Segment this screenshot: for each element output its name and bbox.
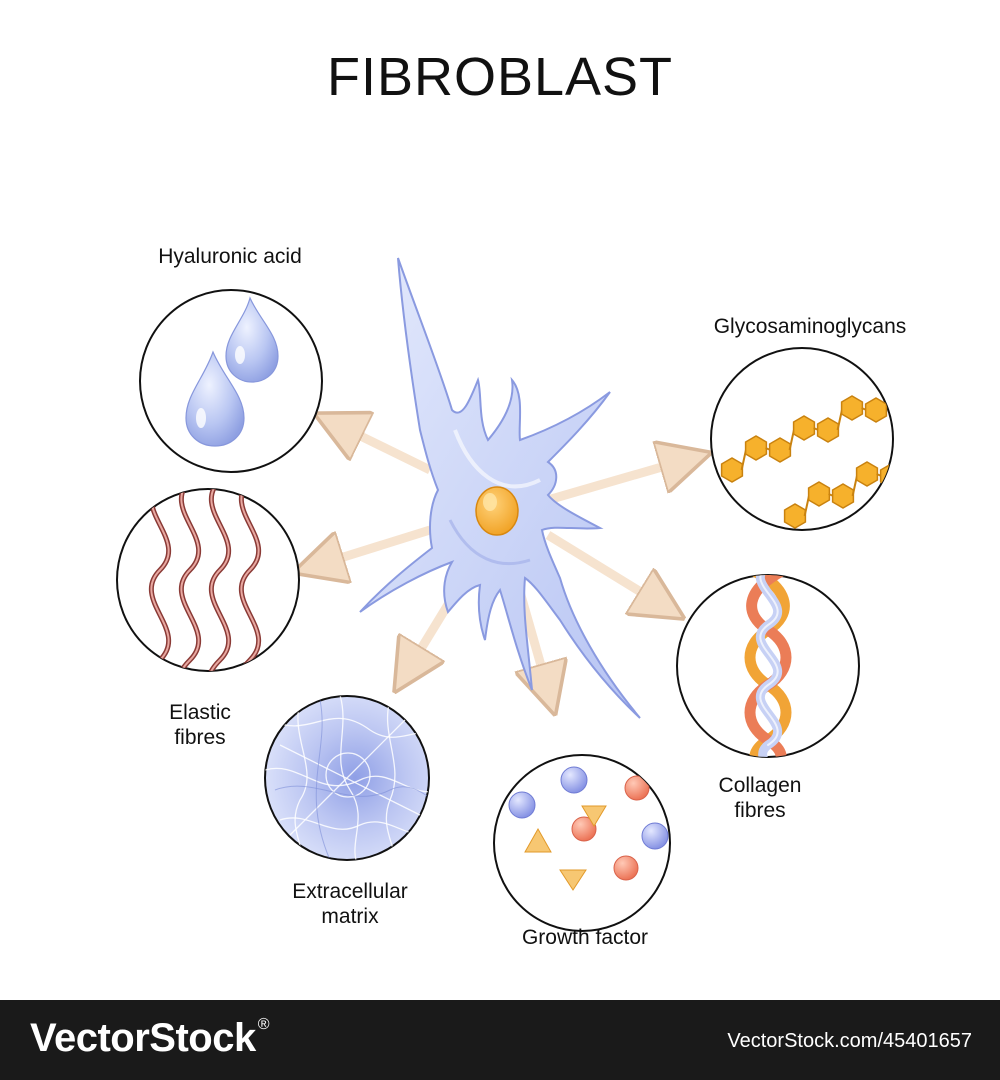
growth-factor-blue: [641, 822, 669, 850]
vectorstock-logo: VectorStock®: [30, 1016, 270, 1060]
hexagon-icon: [864, 397, 888, 423]
hexagon-icon: [879, 463, 893, 489]
hexagon-icon: [783, 503, 807, 529]
label-glycosaminoglycans: Glycosaminoglycans: [713, 315, 907, 338]
cell-nucleus: [475, 486, 519, 536]
hexagon-link: [901, 454, 906, 476]
collagen-fibres-circle: [676, 574, 860, 758]
arrow-to-glycosaminoglycans: [546, 460, 686, 505]
hexagon-icon: [831, 483, 855, 509]
label-elastic-fibres-line2: fibres: [174, 726, 226, 749]
hexagon-icon: [720, 457, 744, 483]
growth-factor-circle: [493, 754, 671, 932]
label-extracellular-matrix-line2: matrix: [321, 905, 379, 928]
hexagon-icon: [816, 417, 840, 443]
growth-factor-blue: [560, 766, 588, 794]
growth-factor-triangle: [559, 869, 587, 891]
arrow-to-elastic: [318, 525, 432, 565]
hexagon-icon: [768, 437, 792, 463]
hexagon-icon: [905, 442, 926, 466]
glycosaminoglycans-circle: [710, 347, 926, 531]
page-title: FIBROBLAST: [326, 47, 674, 107]
arrow-to-hyaluronic: [338, 425, 432, 475]
hexagon-icon: [840, 395, 864, 421]
growth-factor-blue: [508, 791, 536, 819]
fibroblast-cell: [359, 257, 641, 719]
hexagon-icon: [855, 461, 879, 487]
fibroblast-diagram: [116, 257, 926, 932]
label-collagen-fibres-line1: Collagen: [718, 774, 802, 797]
hexagon-icon: [792, 415, 816, 441]
image-credit: VectorStock.com/45401657: [727, 1030, 972, 1052]
growth-factor-red: [624, 775, 650, 801]
arrow-to-collagen: [545, 531, 662, 605]
growth-factor-red: [613, 855, 639, 881]
hexagon-icon: [744, 435, 768, 461]
label-extracellular-matrix-line1: Extracellular: [292, 880, 408, 903]
label-growth-factor: Growth factor: [521, 926, 649, 949]
growth-factor-red: [571, 816, 597, 842]
growth-factor-triangle: [524, 827, 552, 853]
label-hyaluronic-acid: Hyaluronic acid: [158, 245, 302, 268]
watermark-footer: VectorStock® VectorStock.com/45401657: [0, 1000, 1000, 1080]
label-elastic-fibres-line1: Elastic: [169, 701, 231, 724]
growth-factor-triangle: [581, 805, 607, 827]
hexagon-icon: [807, 481, 831, 507]
label-collagen-fibres-line2: fibres: [734, 799, 786, 822]
extracellular-matrix-circle: [264, 695, 430, 861]
hyaluronic-acid-circle: [139, 289, 323, 473]
elastic-fibres-circle: [116, 488, 300, 672]
